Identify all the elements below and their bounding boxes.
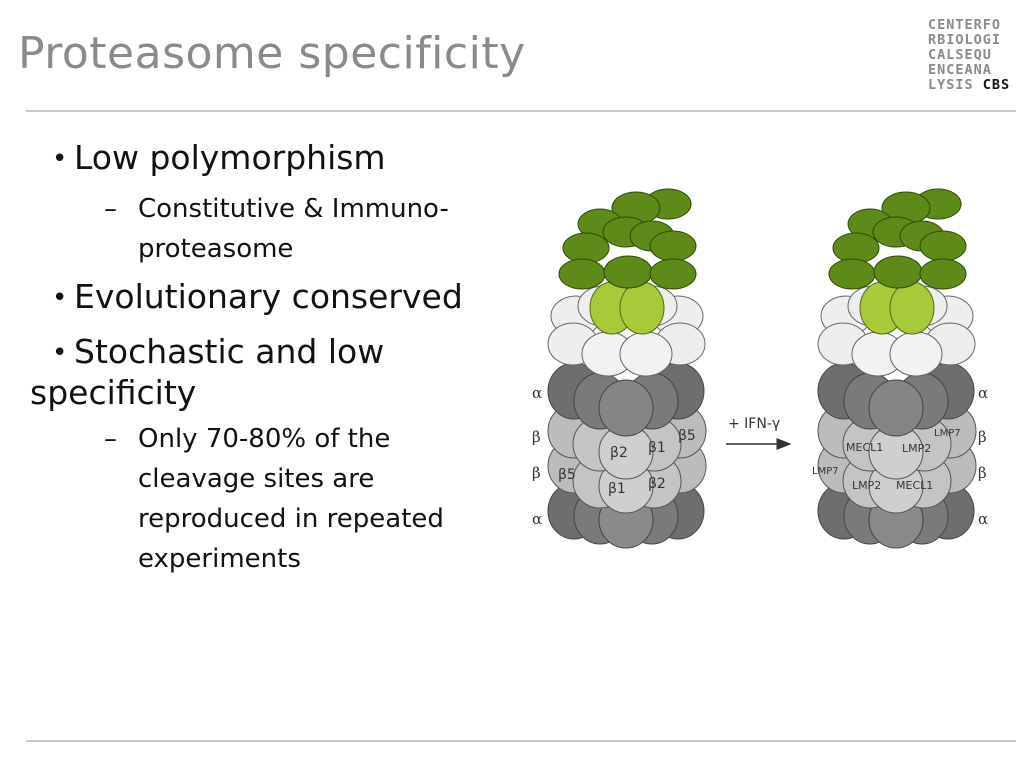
dash: – [104,194,117,224]
page-title: Proteasome specificity [18,28,526,79]
alpha-ring-top [547,362,705,437]
proteasome-diagram: β2 β1 β5 β5 β1 β2 α β β α + IFN-γ [532,188,988,549]
bullet-1-text: Low polymorphism [74,138,386,177]
ring-label-left-1: α [532,384,542,402]
ring-label-right-2: β [978,428,987,446]
proteasome-figure: β2 β1 β5 β5 β1 β2 α β β α + IFN-γ [528,186,998,556]
subunit-label-5: β1 [608,481,626,497]
subunit-label-1: β2 [610,445,628,461]
bullet-dot: • [52,338,68,368]
ring-label-left-2: β [532,428,541,446]
subunit-label-2: β1 [648,440,666,456]
ring-label-right-3: β [978,464,987,482]
immuno-label-1: MECL1 [846,441,883,454]
footer-divider [26,740,1016,742]
logo-line-1: CENTERFO [928,17,1002,33]
sub-bullet-2: – Only 70-80% of the cleavage sites are … [104,419,522,579]
regulatory-lid [558,188,697,290]
sub-bullet-1: – Constitutive & Immuno- proteasome [104,189,522,269]
bullet-3: •Stochastic and low specificity [30,332,522,413]
title-divider [26,110,1016,112]
sub-bullet-2-line-2: cleavage sites are [138,464,375,494]
logo-brand: CBS [982,77,1011,93]
bullet-3-text: Stochastic and low [74,332,385,371]
cbs-logo: CENTERFO RBIOLOGI CALSEQU ENCEANA LYSIS … [928,18,1010,93]
subunit-label-6: β2 [648,476,666,492]
sub-bullet-1-line-1: Constitutive & Immuno- [138,194,449,224]
bullet-list: •Low polymorphism – Constitutive & Immun… [30,138,522,585]
logo-line-5-text: LYSIS [928,77,974,93]
logo-line-4: ENCEANA [928,62,992,78]
alpha-ring-top [817,362,975,437]
ring-label-left-4: α [532,510,542,528]
constitutive-proteasome: β2 β1 β5 β5 β1 β2 [547,188,707,549]
bullet-3-text-2: specificity [30,373,197,412]
immuno-label-5: LMP2 [852,479,881,492]
immuno-label-4: LMP7 [812,466,839,477]
arrow-label: + IFN-γ [728,416,780,432]
regulatory-light-green [589,281,665,335]
bullet-2: •Evolutionary conserved [52,277,522,318]
sub-bullet-2-line-4: experiments [138,544,301,574]
immuno-label-6: MECL1 [896,479,933,492]
regulatory-lid [828,188,967,290]
logo-line-5: LYSIS CBS [928,78,1010,93]
bullet-dot: • [52,283,68,313]
ring-label-right-1: α [978,384,988,402]
sub-bullet-2-line-3: reproduced in repeated [138,504,444,534]
subunit-label-3: β5 [678,428,696,444]
logo-line-2: RBIOLOGI [928,32,1002,48]
subunit-label-4: β5 [558,467,576,483]
immuno-label-3: LMP7 [934,428,961,439]
ifn-gamma-arrow: + IFN-γ [726,416,792,450]
immuno-label-2: LMP2 [902,442,931,455]
bullet-1: •Low polymorphism [52,138,522,179]
logo-line-3: CALSEQU [928,47,992,63]
sub-bullet-1-line-2: proteasome [138,234,294,264]
immunoproteasome: MECL1 LMP2 LMP7 LMP7 LMP2 MECL1 [812,188,977,549]
sub-bullet-2-line-1: Only 70-80% of the [138,424,391,454]
ring-label-right-4: α [978,510,988,528]
regulatory-light-green [859,281,935,335]
dash: – [104,424,117,454]
bullet-2-text: Evolutionary conserved [74,277,463,316]
ring-label-left-3: β [532,464,541,482]
bullet-dot: • [52,144,68,174]
